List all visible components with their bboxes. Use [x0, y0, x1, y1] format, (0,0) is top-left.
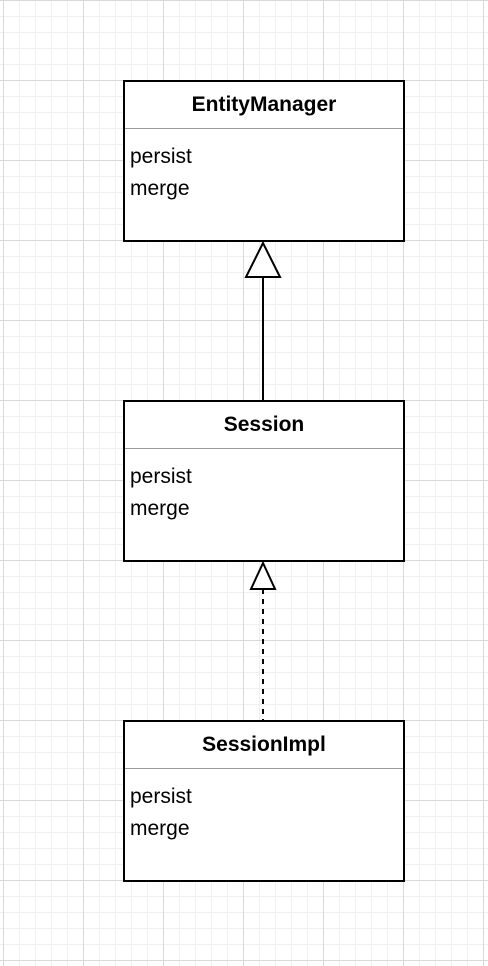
method-merge: merge: [130, 497, 190, 520]
method-merge: merge: [130, 177, 190, 200]
class-name: Session: [125, 402, 403, 449]
realization-arrowhead: [249, 560, 277, 590]
method-merge: merge: [130, 817, 190, 840]
method-persist: persist: [130, 785, 192, 808]
method-persist: persist: [130, 145, 192, 168]
class-session[interactable]: Session persist merge: [123, 400, 405, 562]
class-members: persist merge: [125, 769, 403, 845]
class-members: persist merge: [125, 449, 403, 525]
class-name: SessionImpl: [125, 722, 403, 769]
method-persist: persist: [130, 465, 192, 488]
class-members: persist merge: [125, 129, 403, 205]
class-sessionimpl[interactable]: SessionImpl persist merge: [123, 720, 405, 882]
class-entitymanager[interactable]: EntityManager persist merge: [123, 80, 405, 242]
generalization-arrowhead: [244, 240, 282, 278]
class-name: EntityManager: [125, 82, 403, 129]
